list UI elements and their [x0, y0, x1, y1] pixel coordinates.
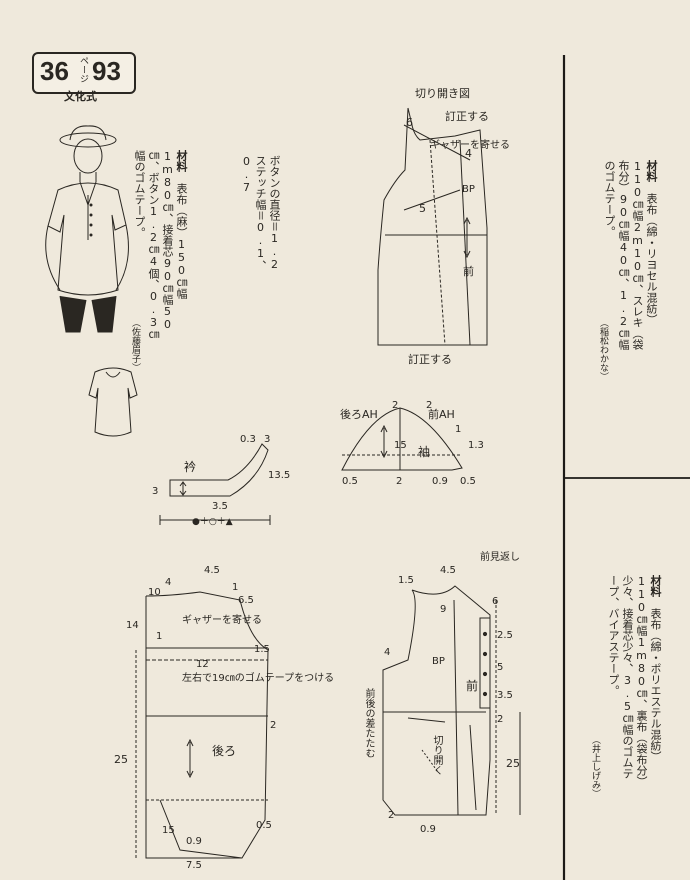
front-facing-label: 前見返し	[480, 550, 520, 563]
materials-right-2-credit: （井上しげみ）	[590, 735, 600, 798]
back-gather-label: ギャザーを寄せる	[182, 613, 262, 626]
back-dim-10: 10	[148, 587, 161, 598]
front-dim-25b: 25	[506, 757, 520, 770]
front-dim-45: 4.5	[440, 565, 456, 576]
collar-dim-03: 0.3	[240, 434, 256, 445]
correct-top-label: 訂正する	[445, 109, 489, 123]
materials-main: 材料 表布（麻）150㎝幅1m80㎝、接着芯90㎝幅50㎝、ボタン1.2㎝4個、…	[133, 150, 188, 350]
back-dim-1: 1	[232, 582, 238, 593]
front-dim-2: 2	[497, 714, 503, 725]
collar-pattern	[159, 443, 271, 525]
slash-dim-4: 4	[465, 147, 472, 160]
front-label: 前	[466, 678, 478, 693]
sleeve-dim-05b: 0.5	[460, 476, 476, 487]
sleeve-front-ah: 前AH	[428, 407, 455, 421]
collar-formula: ●＋○＋▲	[192, 516, 233, 527]
materials-right-1-credit: （稲松わかな）	[598, 318, 608, 381]
button-note-line2: ステッチ幅＝0.1、0.7	[240, 155, 267, 271]
slash-bp-label: BP	[462, 184, 475, 195]
slash-dim-6: 6	[406, 116, 413, 129]
pattern-number: 93	[92, 56, 121, 86]
front-bodice-pattern	[382, 585, 521, 816]
back-dim-25: 25	[114, 753, 128, 766]
front-dim-35: 3.5	[497, 690, 513, 701]
back-dim-65: 6.5	[238, 595, 254, 606]
slash-front-label: 前	[463, 264, 474, 278]
front-dim-6: 6	[492, 596, 498, 607]
sleeve-label: 袖	[418, 444, 430, 459]
sleeve-dim-2b: 2	[426, 400, 432, 411]
front-dim-25: 2.5	[497, 630, 513, 641]
collar-dim-3: 3	[264, 434, 270, 445]
sleeve-dim-05: 0.5	[342, 476, 358, 487]
materials-right-1-body: 表布（綿・リヨセル混紡）110㎝幅2m10㎝、スレキ（袋布分）90㎝幅40㎝、1…	[603, 160, 658, 350]
materials-right-2: 材料 表布（綿・ポリエステル混紡）110㎝幅1m80㎝、裏布（袋布分）少々、接着…	[604, 575, 662, 785]
collar-label: 衿	[184, 459, 196, 474]
sleeve-back-ah: 後ろAH	[340, 407, 378, 421]
front-dim-9: 9	[440, 604, 446, 615]
back-dim-15: 1.5	[254, 644, 270, 655]
back-dim-05: 0.5	[256, 820, 272, 831]
front-dim-15: 1.5	[398, 575, 414, 586]
back-dim-14: 14	[126, 620, 139, 631]
back-dim-2: 2	[270, 720, 276, 731]
back-dim-45: 4.5	[204, 565, 220, 576]
front-dim-4: 4	[384, 647, 390, 658]
materials-right-2-heading: 材料	[649, 575, 662, 597]
back-dim-4: 4	[165, 577, 171, 588]
back-dim-12: 12	[196, 659, 209, 670]
model-illustration	[45, 125, 138, 437]
method-label: 文化式	[64, 90, 97, 103]
materials-main-body: 表布（麻）150㎝幅1m80㎝、接着芯90㎝幅50㎝、ボタン1.2㎝4個、0.3…	[133, 150, 188, 340]
collar-dim-135: 13.5	[268, 470, 290, 481]
back-elastic-note: 左右で19㎝のゴムテープをつける	[182, 671, 334, 684]
sleeve-dim-13: 1.3	[468, 440, 484, 451]
back-dim-1b: 1	[156, 631, 162, 642]
slash-gather-label: ギャザーを寄せる	[430, 138, 510, 151]
button-note-line1: ボタンの直径＝1.2	[268, 155, 281, 271]
column-separators	[562, 55, 690, 880]
front-cut-open-label: 切り開く	[431, 735, 442, 775]
front-dim-09: 0.9	[420, 824, 436, 835]
collar-dim-3b: 3	[152, 486, 158, 497]
front-dim-5: 5	[497, 662, 503, 673]
sleeve-dim-2c: 2	[396, 476, 402, 487]
front-dim-2b: 2	[388, 810, 394, 821]
sleeve-dim-1: 1	[455, 424, 461, 435]
materials-right-1: 材料 表布（綿・リヨセル混紡）110㎝幅2m10㎝、スレキ（袋布分）90㎝幅40…	[603, 160, 658, 360]
sleeve-dim-2a: 2	[392, 400, 398, 411]
correct-bottom-label: 訂正する	[408, 352, 452, 366]
materials-main-credit: （佐藤眉子）	[130, 318, 140, 372]
sleeve-dim-09: 0.9	[432, 476, 448, 487]
slash-dim-5: 5	[419, 202, 426, 215]
back-label: 後ろ	[212, 744, 236, 758]
collar-dim-35: 3.5	[212, 501, 228, 512]
back-dim-75: 7.5	[186, 860, 202, 871]
materials-right-1-heading: 材料	[645, 160, 658, 182]
page-ref-number: 36	[40, 56, 69, 86]
slash-diagram	[377, 107, 488, 346]
page-reference-badge: 36 ページ 93	[32, 52, 136, 94]
slash-title: 切り開き図	[415, 87, 470, 100]
front-bp-label: BP	[432, 656, 445, 667]
materials-right-2-body: 表布（綿・ポリエステル混紡）110㎝幅1m80㎝、裏布（袋布分）少々、接着芯少々…	[607, 575, 662, 782]
back-dim-15b: 15	[162, 825, 175, 836]
page-ref-suffix: ページ	[78, 56, 88, 83]
front-hem-diff-label: 前後の差たたむ	[363, 688, 374, 758]
back-bodice-pattern	[135, 591, 269, 859]
sleeve-pattern	[341, 407, 463, 471]
sleeve-dim-15: 15	[394, 440, 407, 451]
back-dim-09: 0.9	[186, 836, 202, 847]
materials-main-heading: 材料	[175, 150, 188, 172]
